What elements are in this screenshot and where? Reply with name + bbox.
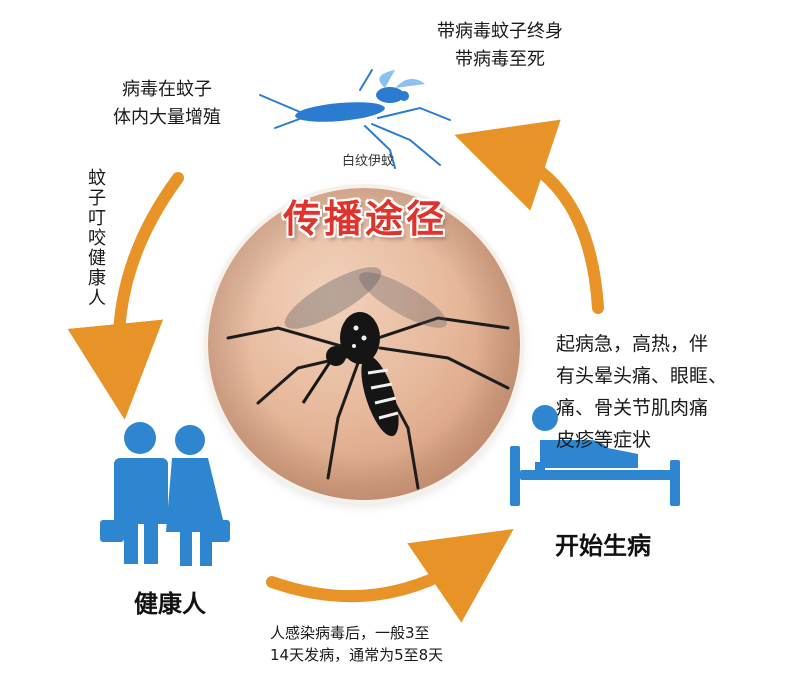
arrow-left: [67, 172, 184, 420]
symptoms-line-3: 痛、骨关节肌肉痛: [556, 397, 709, 419]
symptoms-line-2: 有头晕头痛、眼眶、: [556, 365, 728, 387]
top-note-line-1: 带病毒蚊子终身: [437, 21, 563, 42]
top-left-note-line-1: 病毒在蚊子: [122, 79, 212, 100]
symptoms-note: 起病急，高热，伴 有头晕头痛、眼眶、 痛、骨关节肌肉痛 皮疹等症状: [556, 328, 786, 456]
top-note: 带病毒蚊子终身 带病毒至死: [400, 18, 600, 74]
page-title: 传播途径: [282, 197, 447, 241]
vertical-note: 蚊子叮咬健康人: [85, 168, 106, 308]
top-note-line-2: 带病毒至死: [455, 49, 545, 70]
healthy-label: 健康人: [134, 590, 206, 618]
mosquito-species-label: 白纹伊蚊: [341, 154, 394, 169]
incubation-note: 人感染病毒后，一般3至 14天发病，通常为5至8天: [270, 622, 510, 666]
symptoms-line-4: 皮疹等症状: [556, 429, 652, 451]
arrow-bottom: [266, 529, 514, 623]
top-left-note: 病毒在蚊子 体内大量增殖: [82, 76, 252, 132]
top-left-note-line-2: 体内大量增殖: [113, 107, 221, 128]
incubation-line-1: 人感染病毒后，一般3至: [270, 624, 430, 642]
sick-label: 开始生病: [555, 532, 651, 560]
symptoms-line-1: 起病急，高热，伴: [556, 333, 709, 355]
mosquito-on-skin-photo: [208, 188, 520, 500]
incubation-line-2: 14天发病，通常为5至8天: [270, 646, 444, 664]
mosquito-biting-icon: [208, 188, 520, 500]
